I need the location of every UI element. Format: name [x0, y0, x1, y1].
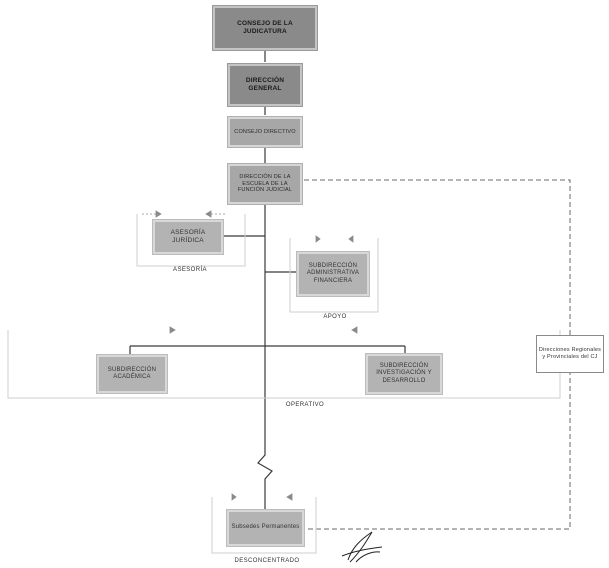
- apoyo-group-label: APOYO: [323, 314, 347, 320]
- asesoria-juridica-box: ASESORÍA JURÍDICA: [153, 220, 223, 254]
- direcciones-regionales-label: Direcciones Regionales y Provinciales de…: [538, 347, 602, 360]
- signature-scribble: [341, 531, 383, 563]
- direccion-general-box: DIRECCIÓN GENERAL: [228, 64, 302, 106]
- direccion-escuela-label: DIRECCIÓN DE LA ESCUELA DE LA FUNCIÓN JU…: [237, 173, 293, 194]
- subsedes-label: Subsedes Permanentes: [231, 524, 300, 531]
- consejo-directivo-box: CONSEJO DIRECTIVO: [228, 117, 302, 147]
- subdireccion-administrativa-box: SUBDIRECCIÓN ADMINISTRATIVA FINANCIERA: [297, 252, 369, 296]
- subdireccion-academica-label: SUBDIRECCIÓN ACADÉMICA: [107, 366, 157, 381]
- consejo-judicatura-box: CONSEJO DE LA JUDICATURA: [213, 6, 317, 50]
- desconcentrado-group-label: DESCONCENTRADO: [234, 558, 300, 564]
- consejo-directivo-label: CONSEJO DIRECTIVO: [234, 128, 296, 135]
- direccion-escuela-box: DIRECCIÓN DE LA ESCUELA DE LA FUNCIÓN JU…: [228, 164, 302, 204]
- direcciones-regionales-box: Direcciones Regionales y Provinciales de…: [536, 335, 604, 373]
- asesoria-group-label: ASESORÍA: [173, 267, 207, 273]
- direccion-general-label: DIRECCIÓN GENERAL: [245, 76, 285, 92]
- subdireccion-investigacion-box: SUBDIRECCIÓN INVESTIGACIÓN Y DESARROLLO: [366, 354, 442, 394]
- asesoria-juridica-label: ASESORÍA JURÍDICA: [170, 228, 206, 244]
- subdireccion-administrativa-label: SUBDIRECCIÓN ADMINISTRATIVA FINANCIERA: [306, 262, 360, 284]
- subdireccion-academica-box: SUBDIRECCIÓN ACADÉMICA: [97, 355, 167, 393]
- consejo-judicatura-label: CONSEJO DE LA JUDICATURA: [237, 19, 293, 35]
- subsedes-box: Subsedes Permanentes: [227, 510, 304, 546]
- operativo-group-label: OPERATIVO: [285, 402, 325, 408]
- subdireccion-investigacion-label: SUBDIRECCIÓN INVESTIGACIÓN Y DESARROLLO: [376, 362, 432, 384]
